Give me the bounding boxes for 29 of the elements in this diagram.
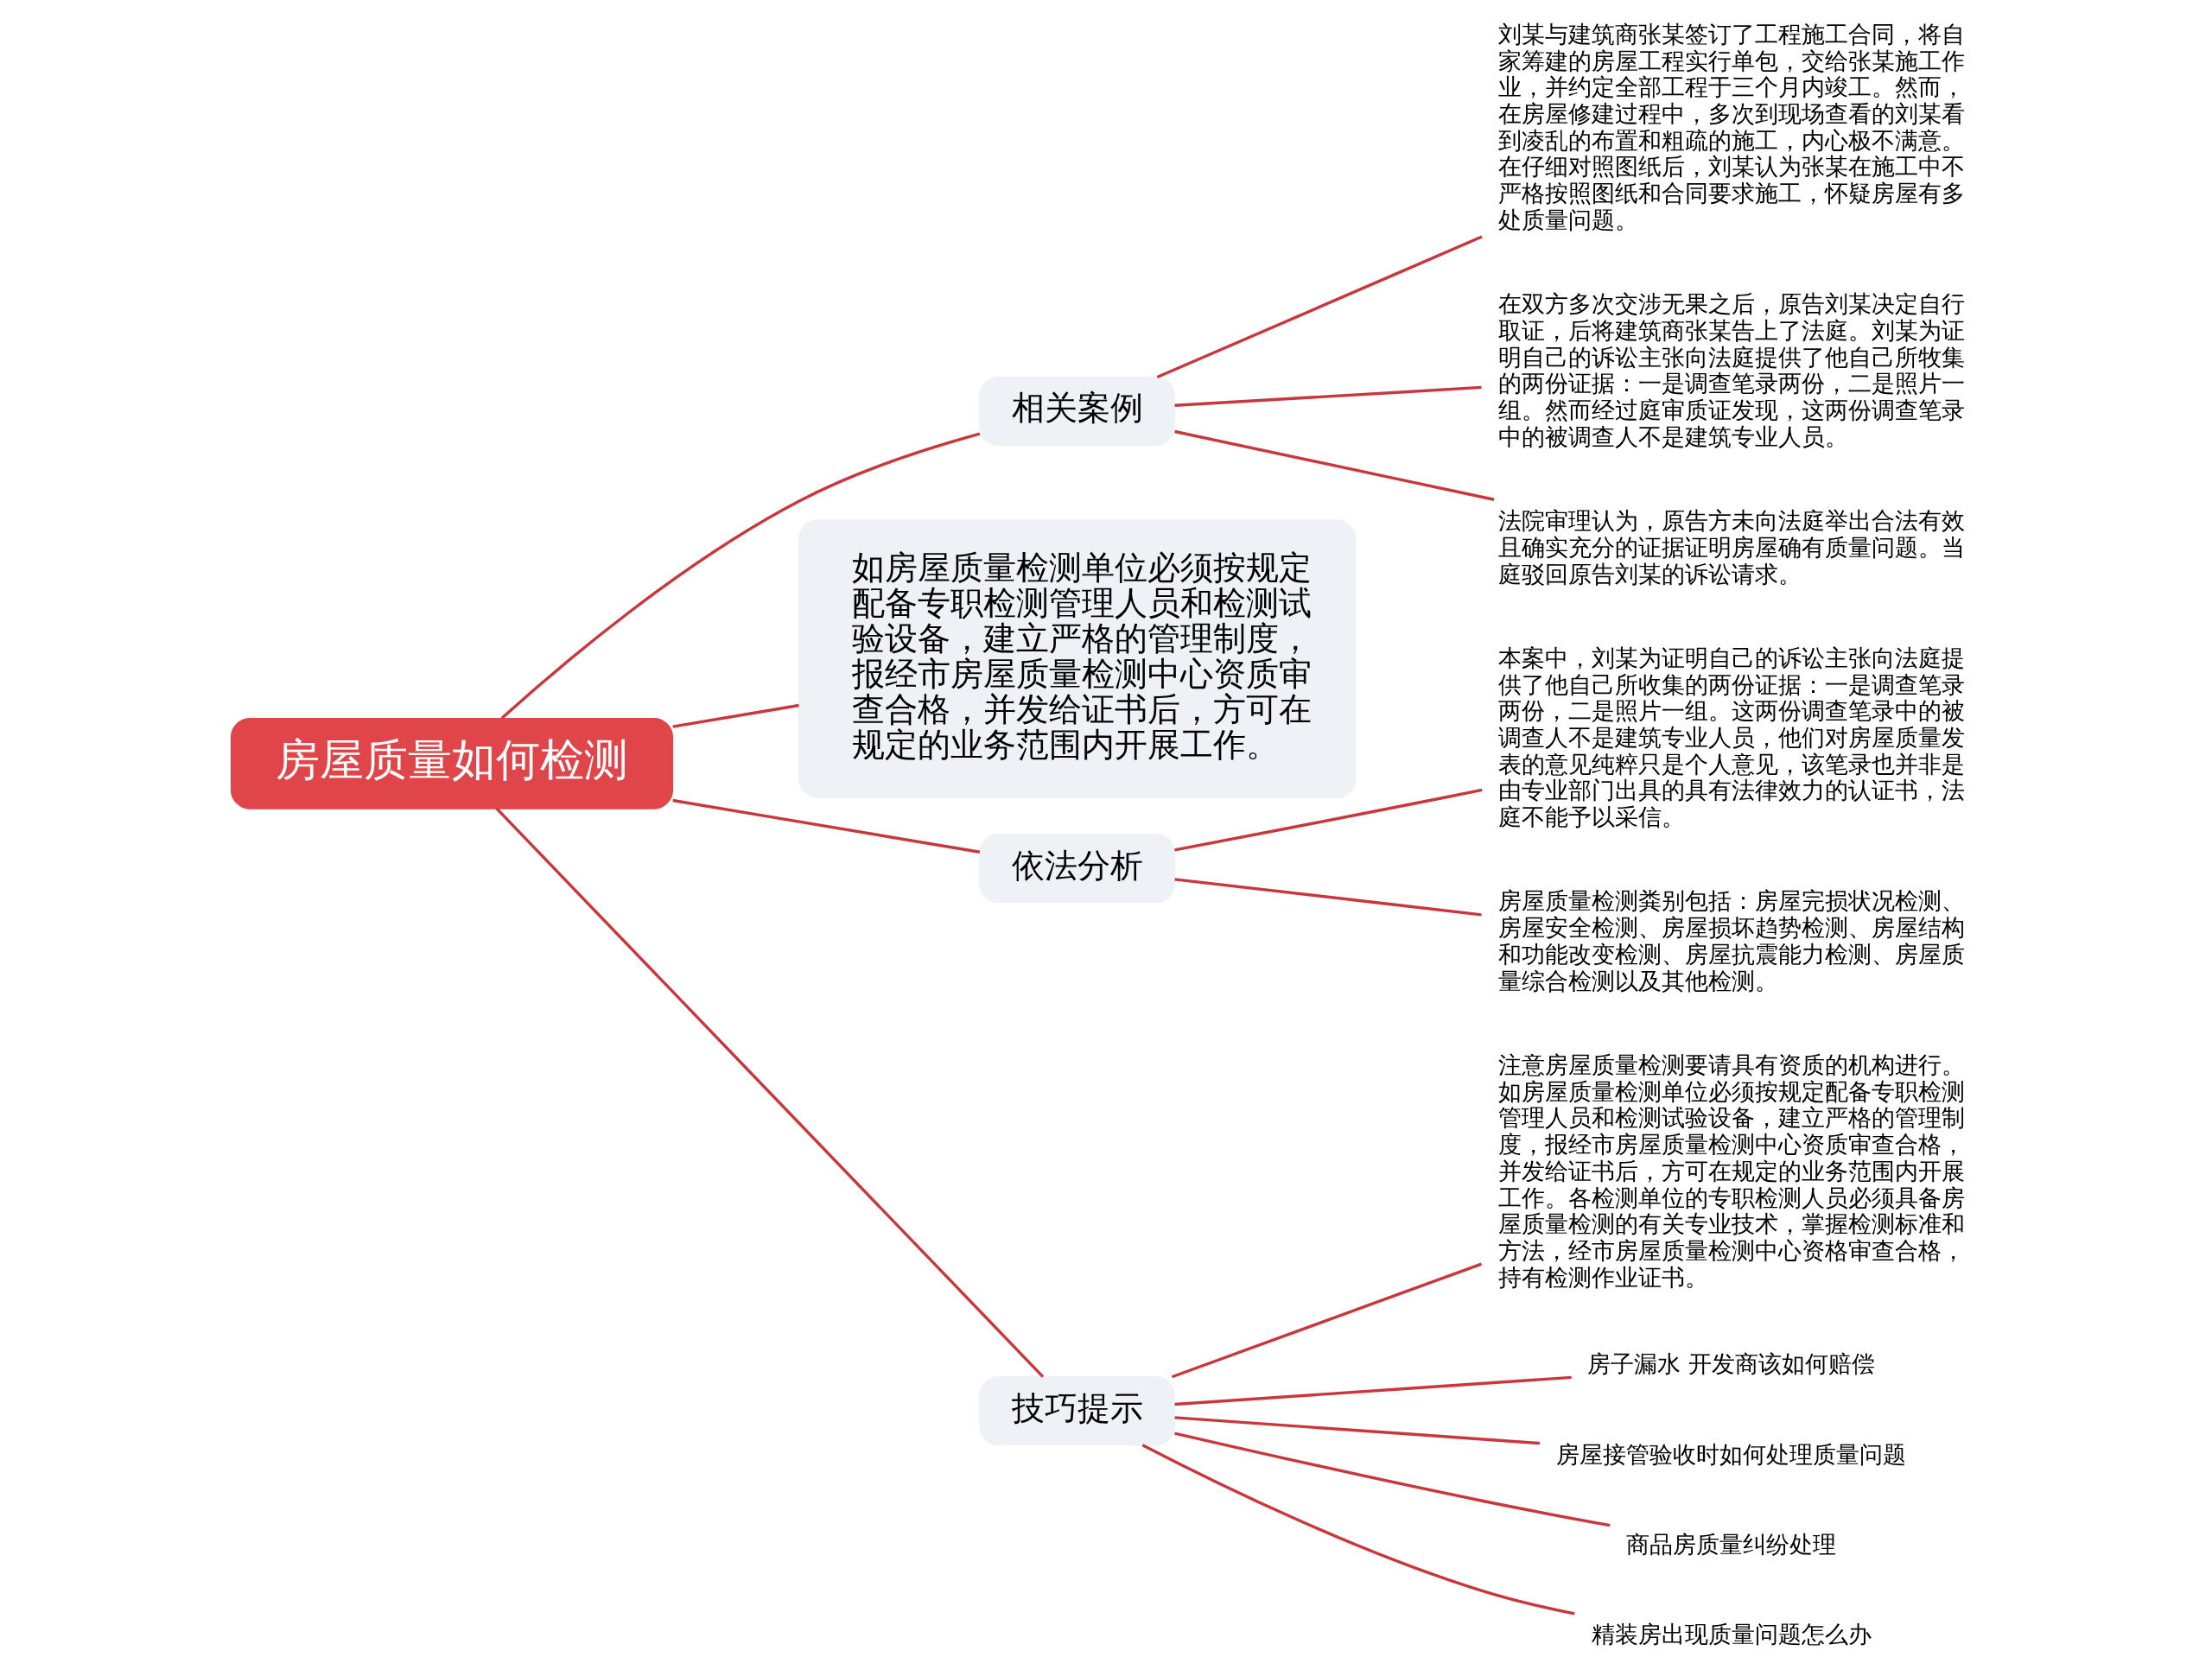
connector [1174, 788, 1483, 852]
node-text: 在双方多次交涉无果之后，原告刘某决定自行取证，后将建筑商张某告上了法庭。刘某为证明自己的诉讼主张向法庭提供了他自己所牧集的两份证据：一是调查笔录两份，二是照片一组。然而经过庭审质证发现，这两份调查笔录中的被调查人不是建筑专业人员。 [1498, 290, 1966, 450]
node-box: 技巧提示 [979, 1376, 1176, 1446]
node-text: 房屋质量检测粪别包括：房屋完损状况检测、房屋安全检测、房屋损坏趋势检测、房屋结构和功能改变检测、房屋抗震能力检测、房屋质量综合检测以及其他检测。 [1498, 887, 1966, 994]
connector [672, 798, 981, 854]
connector [1174, 878, 1482, 917]
node-text: 本案中，刘某为证明自己的诉讼主张向法庭提供了他自己所收集的两份证据：一是调查笔录两份，二是照片一组。这两份调查笔录中的被调查人不是建筑专业人员，他们对房屋质量发表的意见纯粹只是个人意见，该笔录也并非是由专业部门出具的具有法律效力的认证书，法庭不能予以采信。 [1498, 644, 1966, 831]
node-box: 如房屋质量检测单位必须按规定配备专职检测管理人员和检测试验设备，建立严格的管理制度，报经市房屋质量检测中心资质审查合格，并发给证书后，方可在规定的业务范围内开展工作。 [798, 519, 1357, 798]
connector [1174, 1375, 1572, 1406]
connector [672, 703, 799, 728]
connector [1174, 429, 1495, 501]
node-text: 精装房出现质量问题怎么办 [1591, 1620, 1872, 1647]
connector [1156, 235, 1483, 379]
node-text: 法院审理认为，原告方未向法庭举出合法有效且确实充分的证据证明房屋确有质量问题。当庭驳回原告刘某的诉讼请求。 [1498, 507, 1966, 587]
connector [500, 432, 981, 720]
node-box: 依法分析 [979, 833, 1176, 904]
node-box: 房屋质量如何检测 [230, 717, 674, 809]
node-text: 注意房屋质量检测要请具有资质的机构进行。如房屋质量检测单位必须按规定配备专职检测管理人员和检测试验设备，建立严格的管理制度，报经市房屋质量检测中心资质审查合格，并发给证书后，方可在规定的业务范围内开展工作。各检测单位的专职检测人员必须具备房屋质量检测的有关专业技术，掌握检测标准和方法，经市房屋质量检测中心资格审查合格，持有检测作业证书。 [1498, 1051, 1966, 1291]
connector [495, 807, 1045, 1378]
node-box: 相关案例 [979, 376, 1176, 446]
node-text: 房屋接管验收时如何处理质量问题 [1556, 1440, 1907, 1468]
node-text: 商品房质量纠纷处理 [1626, 1530, 1837, 1558]
connector [1174, 385, 1482, 407]
connector [1174, 1432, 1611, 1527]
connector [1174, 1416, 1541, 1445]
connector [1141, 1444, 1575, 1616]
node-text: 刘某与建筑商张某签订了工程施工合同，将自家筹建的房屋工程实行单包，交给张某施工作业，并约定全部工程于三个月内竣工。然而，在房屋修建过程中，多次到现场查看的刘某看到凌乱的布置和粗疏的施工，内心极不满意。在仔细对照图纸后，刘某认为张某在施工中不严格按照图纸和合同要求施工，怀疑房屋有多处质量问题。 [1498, 20, 1966, 233]
connector [1171, 1262, 1483, 1379]
node-text: 房子漏水 开发商该如何赔偿 [1587, 1350, 1876, 1378]
